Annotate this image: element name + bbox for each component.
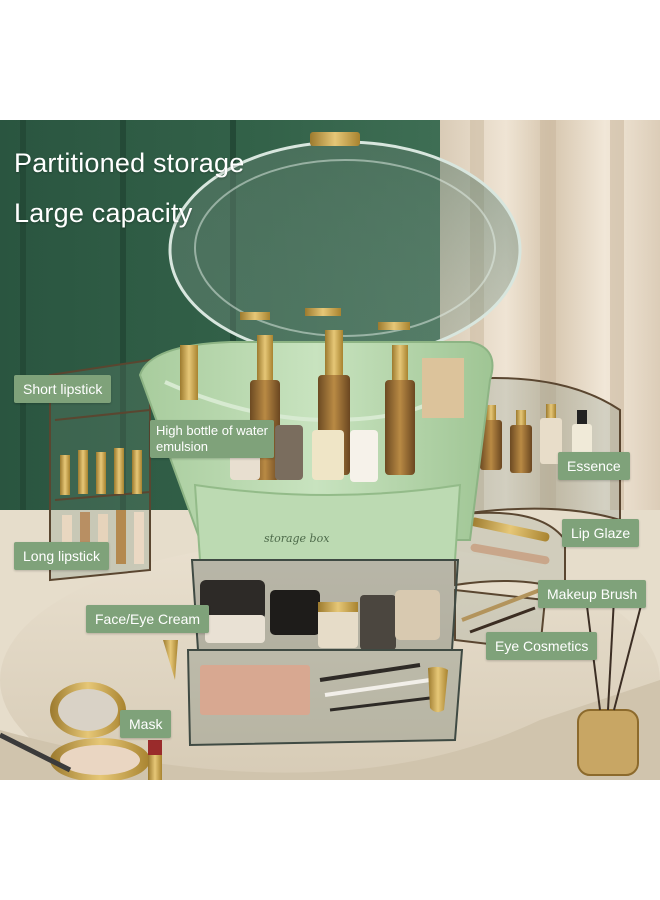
- label-short-lipstick: Short lipstick: [14, 375, 112, 403]
- headline-line-2: Large capacity: [14, 198, 193, 228]
- label-face-eye-cream: Face/Eye Cream: [86, 605, 210, 633]
- organizer-illustration: [0, 120, 660, 780]
- label-essence: Essence: [558, 452, 630, 480]
- label-mask: Mask: [120, 710, 172, 738]
- label-long-lipstick: Long lipstick: [14, 542, 110, 570]
- label-lip-glaze: Lip Glaze: [562, 519, 640, 547]
- headline-line-1: Partitioned storage: [14, 148, 245, 178]
- product-photo: Partitioned storage Large capacity stora…: [0, 120, 660, 780]
- long-lipsticks: [60, 448, 144, 565]
- cream-jars: [200, 580, 440, 650]
- label-makeup-brush: Makeup Brush: [538, 580, 647, 608]
- label-high-bottle: High bottle of water emulsion: [150, 420, 274, 458]
- product-brand-text: storage box: [264, 532, 330, 545]
- label-eye-cosmetics: Eye Cosmetics: [486, 632, 598, 660]
